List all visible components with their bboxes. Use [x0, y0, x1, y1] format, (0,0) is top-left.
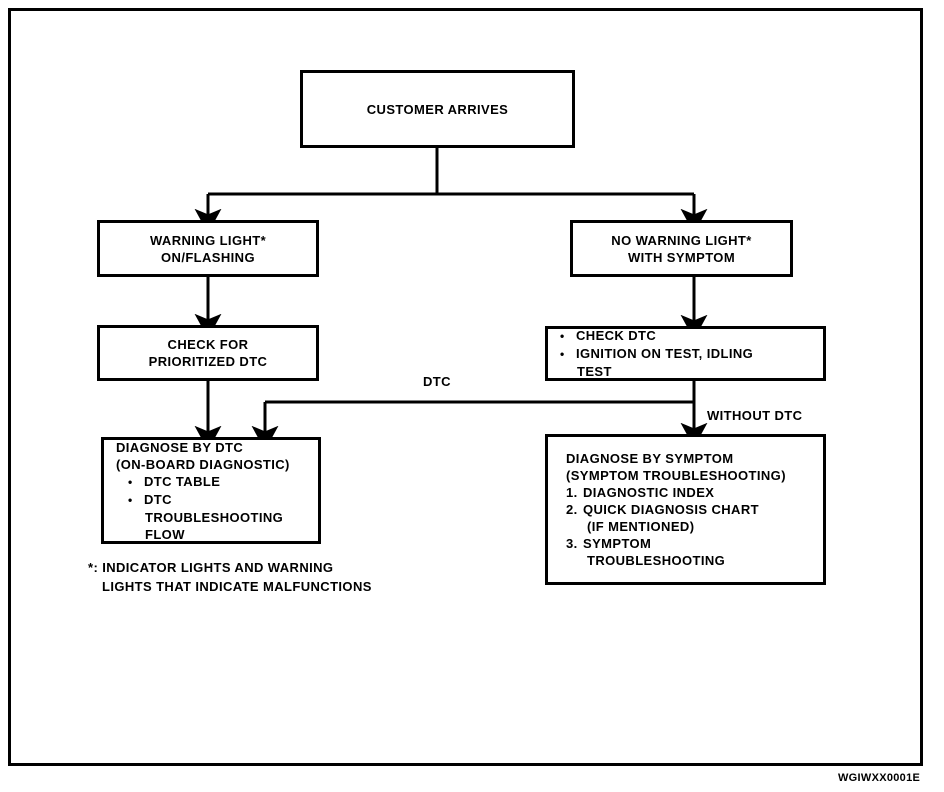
bullet-icon	[560, 327, 576, 345]
node-warning-light-line-2: ON/FLASHING	[161, 249, 255, 265]
footnote: *: INDICATOR LIGHTS AND WARNING LIGHTS T…	[88, 558, 372, 596]
node-diagnose-by-dtc-item-1: DTC TABLE	[104, 473, 220, 491]
node-diagnose-by-dtc-item-1-label: DTC TABLE	[144, 473, 221, 489]
node-diagnose-by-symptom[interactable]: DIAGNOSE BY SYMPTOM (SYMPTOM TROUBLESHOO…	[545, 434, 826, 585]
node-diagnose-by-dtc-item-2-continued-1: TROUBLESHOOTING	[145, 509, 284, 525]
node-diagnose-by-symptom-item-3: 3. SYMPTOM	[548, 535, 651, 552]
node-diagnose-by-dtc[interactable]: DIAGNOSE BY DTC (ON-BOARD DIAGNOSTIC) DT…	[101, 437, 321, 544]
bullet-icon	[128, 491, 144, 509]
node-check-prioritized-dtc-line-2: PRIORITIZED DTC	[148, 354, 268, 369]
node-no-warning-light[interactable]: NO WARNING LIGHT* WITH SYMPTOM	[570, 220, 793, 277]
node-check-dtc-tests-item-1: CHECK DTC	[548, 327, 656, 345]
node-check-dtc-tests-item-2-label: IGNITION ON TEST, IDLING	[576, 346, 754, 361]
node-no-warning-light-line-1: NO WARNING LIGHT*	[611, 232, 752, 248]
node-no-warning-light-line-2: WITH SYMPTOM	[627, 249, 736, 265]
node-diagnose-by-symptom-item-2-continued: (IF MENTIONED)	[587, 519, 695, 534]
edge-label-without-dtc: WITHOUT DTC	[707, 408, 803, 423]
node-check-dtc-tests[interactable]: CHECK DTC IGNITION ON TEST, IDLING TEST	[545, 326, 826, 381]
node-check-dtc-tests-item-1-label: CHECK DTC	[576, 328, 657, 343]
node-check-prioritized-dtc[interactable]: CHECK FOR PRIORITIZED DTC	[97, 325, 319, 381]
node-check-dtc-tests-item-2: IGNITION ON TEST, IDLING	[548, 345, 753, 363]
node-customer-arrives[interactable]: CUSTOMER ARRIVES	[300, 70, 575, 148]
edge-label-dtc: DTC	[423, 374, 451, 389]
footnote-line-2: LIGHTS THAT INDICATE MALFUNCTIONS	[102, 579, 372, 594]
node-check-prioritized-dtc-line-1: CHECK FOR	[167, 337, 249, 352]
node-diagnose-by-symptom-subtitle: (SYMPTOM TROUBLESHOOTING)	[566, 468, 786, 483]
node-diagnose-by-symptom-item-1-label: DIAGNOSTIC INDEX	[583, 485, 715, 500]
node-diagnose-by-dtc-subtitle: (ON-BOARD DIAGNOSTIC)	[116, 456, 290, 472]
node-diagnose-by-symptom-title: DIAGNOSE BY SYMPTOM	[566, 451, 734, 466]
node-diagnose-by-dtc-item-2-continued-2: FLOW	[145, 526, 185, 542]
bullet-icon	[560, 345, 576, 363]
node-diagnose-by-symptom-item-3-continued: TROUBLESHOOTING	[587, 553, 726, 568]
document-code: WGIWXX0001E	[838, 772, 921, 784]
node-diagnose-by-symptom-item-2-number: 2.	[566, 502, 578, 517]
node-diagnose-by-dtc-item-2: DTC	[104, 491, 172, 509]
node-diagnose-by-symptom-item-2: 2. QUICK DIAGNOSIS CHART	[548, 501, 759, 518]
footnote-line-1: *: INDICATOR LIGHTS AND WARNING	[88, 560, 334, 575]
node-diagnose-by-symptom-item-1-number: 1.	[566, 485, 578, 500]
node-customer-arrives-label: CUSTOMER ARRIVES	[366, 101, 509, 117]
node-diagnose-by-symptom-item-2-label: QUICK DIAGNOSIS CHART	[583, 502, 759, 517]
node-diagnose-by-dtc-item-2-label: DTC	[144, 491, 172, 507]
node-diagnose-by-symptom-item-3-number: 3.	[566, 536, 578, 551]
node-warning-light[interactable]: WARNING LIGHT* ON/FLASHING	[97, 220, 319, 277]
node-diagnose-by-symptom-item-3-label: SYMPTOM	[583, 536, 652, 551]
node-check-dtc-tests-item-2-continued: TEST	[577, 364, 612, 379]
bullet-icon	[128, 473, 144, 491]
node-diagnose-by-dtc-title: DIAGNOSE BY DTC	[116, 439, 244, 455]
node-warning-light-line-1: WARNING LIGHT*	[149, 232, 267, 248]
node-diagnose-by-symptom-item-1: 1. DIAGNOSTIC INDEX	[548, 484, 714, 501]
